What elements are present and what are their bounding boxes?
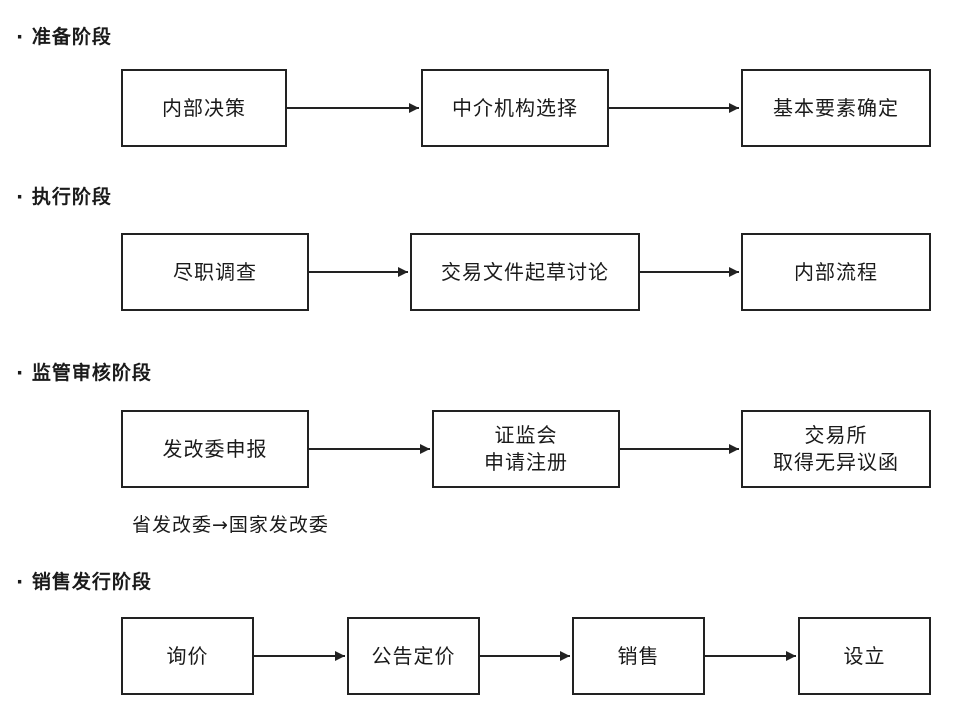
step-label: 交易文件起草讨论	[441, 259, 609, 284]
step-ndrc-filing: 发改委申报	[121, 410, 309, 488]
step-internal-decision: 内部决策	[121, 69, 287, 147]
step-label: 询价	[166, 643, 209, 668]
step-intermediary-selection: 中介机构选择	[421, 69, 609, 147]
step-establishment: 设立	[798, 617, 931, 695]
step-label: 内部决策	[162, 95, 246, 120]
step-label-line-1: 证监会	[494, 423, 558, 447]
stage-title-execution: · 执行阶段	[16, 186, 112, 208]
step-label: 发改委申报	[162, 436, 268, 461]
step-label: 基本要素确定	[773, 95, 899, 120]
step-label: 内部流程	[794, 259, 878, 284]
step-label: 尽职调查	[173, 259, 257, 284]
step-label-line-2: 申请注册	[484, 450, 568, 474]
stage-title-regulatory-review: · 监管审核阶段	[16, 362, 152, 384]
step-internal-process: 内部流程	[741, 233, 931, 311]
step-csrc-registration: 证监会 申请注册	[432, 410, 620, 488]
step-label: 设立	[843, 643, 886, 668]
step-transaction-documents: 交易文件起草讨论	[410, 233, 640, 311]
step-sales: 销售	[572, 617, 705, 695]
step-basic-elements: 基本要素确定	[741, 69, 931, 147]
stage-title-preparation: · 准备阶段	[16, 26, 112, 48]
step-label-line-1: 交易所	[804, 423, 868, 447]
step-announce-pricing: 公告定价	[347, 617, 480, 695]
stage-title-sales-issuance: · 销售发行阶段	[16, 571, 152, 593]
ndrc-note: 省发改委→国家发改委	[132, 514, 329, 536]
step-label-line-2: 取得无异议函	[773, 450, 899, 474]
step-label: 公告定价	[371, 643, 456, 668]
step-due-diligence: 尽职调查	[121, 233, 309, 311]
step-exchange-no-objection: 交易所 取得无异议函	[741, 410, 931, 488]
step-label: 销售	[617, 643, 660, 668]
step-label: 中介机构选择	[452, 95, 578, 120]
step-inquiry: 询价	[121, 617, 254, 695]
